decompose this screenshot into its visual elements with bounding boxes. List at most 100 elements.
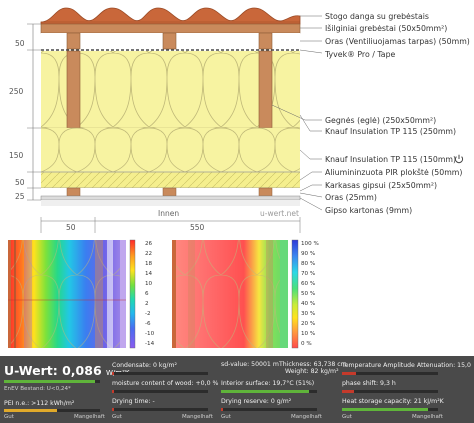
temp-amplitude-bar-fill (342, 372, 357, 375)
condensate-label: Condensate: 0 kg/m² (112, 362, 177, 369)
temp-tick: -14 (145, 341, 155, 347)
roof-section-diagram: 50 250 150 50 25 Innen u-wert.net 50 550 (8, 7, 470, 349)
hum-tick: 70 % (301, 271, 315, 277)
layer-label: Išilginiai grebėstai (50x50mm²) (325, 24, 447, 33)
dim-label: 150 (9, 151, 24, 160)
left-dimension-scale: 50 250 150 50 25 (9, 23, 41, 201)
layer-labels: Stogo danga su grebėstais Išilginiai gre… (324, 12, 470, 215)
leader-lines (271, 15, 323, 211)
heat-storage-label: Heat storage capacity: 21 kJ/m²K (342, 398, 444, 405)
humidity-scale: 100 % 90 % 80 % 70 % 60 % 50 % 40 % 30 %… (301, 241, 319, 347)
hum-tick: 20 % (301, 321, 315, 327)
temp-tick: 22 (145, 251, 152, 257)
temp-tick: -10 (145, 331, 155, 337)
hum-tick: 60 % (301, 281, 315, 287)
dim-label: 50 (15, 178, 25, 187)
temperature-scale-bar (129, 239, 136, 349)
dim-label: 50 (66, 223, 76, 232)
humidity-panel (172, 239, 299, 349)
pei-label: PEI n.e.: >112 kWh/m² (4, 400, 75, 407)
temp-amplitude-bar (342, 372, 438, 375)
condensate-bar (112, 372, 208, 375)
layer-label: Stogo danga su grebėstais (325, 12, 429, 21)
u-bar (4, 380, 100, 383)
dim-label: 250 (9, 87, 24, 96)
interior-surface-bar (221, 390, 317, 393)
good-label: Gut (342, 414, 352, 420)
counter-batten (40, 23, 301, 34)
drying-reserve-label: Drying reserve: 0 g/m² (221, 398, 292, 405)
dim-label: 50 (15, 39, 25, 48)
temp-tick: 18 (145, 261, 153, 267)
pei-bar (4, 409, 100, 412)
condensate-bar-fill (112, 372, 114, 375)
u-value: 0,086 (62, 363, 102, 378)
layer-label: Knauf Insulation TP 115 (150mm) (325, 155, 456, 164)
temp-tick: 14 (145, 271, 153, 277)
dim-label: 550 (190, 223, 205, 232)
layer-label: Tyvek® Pro / Tape (324, 50, 396, 59)
drying-time-bar-fill (112, 408, 114, 411)
good-label: Gut (221, 414, 231, 420)
layer-label: Oras (25mm) (325, 193, 377, 202)
gypsum-board (40, 195, 301, 201)
power-icon[interactable] (454, 154, 464, 164)
heat-storage-bar-fill (342, 408, 429, 411)
phase-shift-bar-fill (342, 390, 354, 393)
good-label: Gut (112, 414, 122, 420)
layer-label: Oras (Ventiliuojamas tarpas) (50mm) (325, 37, 470, 46)
humidity-scale-bar (291, 239, 299, 349)
hum-tick: 10 % (301, 331, 315, 337)
layer-label: Knauf Insulation TP 115 (250mm) (325, 127, 456, 136)
dim-label: 25 (15, 192, 25, 201)
enev-label: EnEV Bestand: U<0,24* (4, 386, 71, 392)
u-bar-fill (4, 380, 96, 383)
hum-tick: 40 % (301, 301, 315, 307)
phase-shift-bar (342, 390, 438, 393)
u-label: U-Wert: (4, 363, 58, 378)
temp-amplitude-label: Temperature Amplitude Attenuation: 15,0 (342, 362, 471, 369)
layer-label: Gegnės (eglė) (250x50mm²) (325, 116, 436, 125)
moisture-wood-bar (112, 390, 208, 393)
thickness-label: Thickness: 63,738 cm (279, 361, 347, 368)
temp-tick: 26 (145, 241, 153, 247)
temp-tick: -2 (145, 311, 151, 317)
temp-tick: 6 (145, 291, 149, 297)
pei-bar-fill (4, 409, 57, 412)
temp-tick: -6 (145, 321, 151, 327)
results-bar: U-Wert: 0,086 W/m²K EnEV Bestand: U<0,24… (0, 356, 474, 423)
layer-label: Karkasas gipsui (25x50mm²) (325, 181, 437, 190)
layer-label: Aliumininzuota PIR plokštė (50mm) (325, 168, 462, 177)
hum-tick: 100 % (301, 241, 319, 247)
good-label: Gut (4, 414, 14, 420)
temp-tick: 10 (145, 281, 153, 287)
rafter (66, 50, 81, 129)
interior-surface-label: Interior surface: 19,7°C (51%) (221, 380, 315, 387)
drying-time-label: Drying time: - (112, 398, 155, 405)
heat-storage-bar (342, 408, 438, 411)
temperature-scale: 26 22 18 14 10 6 2 -2 -6 -10 -14 (145, 241, 155, 347)
phase-shift-label: phase shift: 9,3 h (342, 380, 396, 387)
moisture-wood-bar-fill (112, 390, 114, 393)
roof-tiles (40, 7, 301, 25)
u-value-display: U-Wert: 0,086 W/m²K (4, 363, 130, 378)
cross-section (40, 7, 301, 206)
interior-surface-bar-fill (221, 390, 310, 393)
hum-tick: 50 % (301, 291, 315, 297)
inside-label: Innen (158, 209, 179, 218)
bottom-dimension: Innen u-wert.net 50 550 (40, 209, 301, 233)
sd-value-label: sd-value: 50001 m (221, 361, 279, 368)
bad-label: Mangelhaft (291, 414, 322, 420)
hum-tick: 80 % (301, 261, 315, 267)
drying-time-bar (112, 408, 208, 411)
weight-label: Weight: 82 kg/m² (285, 368, 339, 375)
hum-tick: 90 % (301, 251, 315, 257)
drying-reserve-bar (221, 408, 317, 411)
hum-tick: 30 % (301, 311, 315, 317)
hum-tick: 0 % (301, 341, 312, 347)
drying-reserve-bar-fill (221, 408, 223, 411)
moisture-wood-label: moisture content of wood: +0,0 % (112, 380, 219, 387)
bad-label: Mangelhaft (412, 414, 443, 420)
temp-tick: 2 (145, 301, 149, 307)
